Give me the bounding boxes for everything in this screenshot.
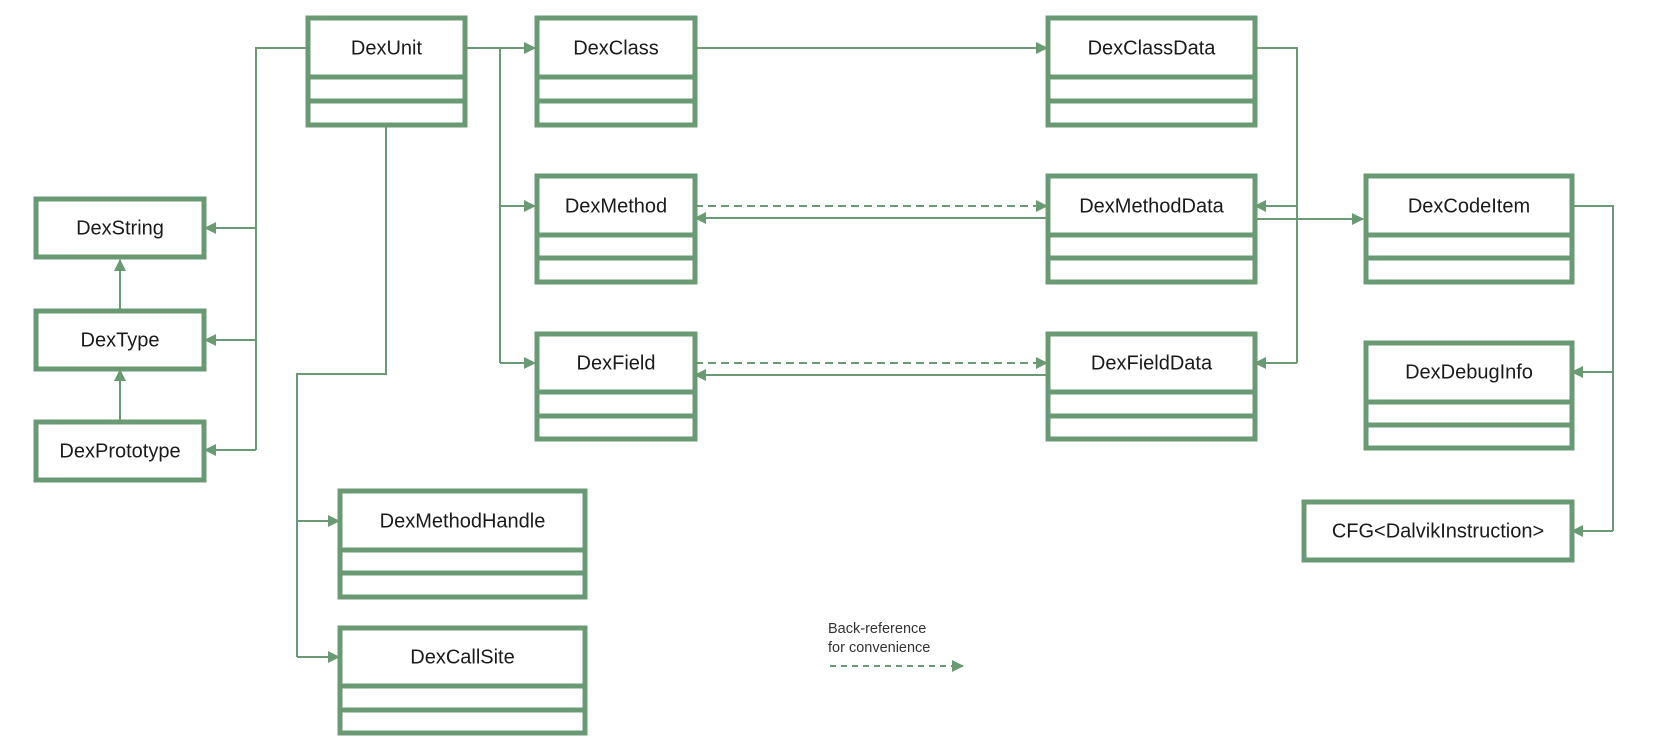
dextype-box: DexType	[33, 308, 207, 372]
dexprototype-box: DexPrototype	[33, 419, 207, 483]
dexmethod-box: DexMethod	[534, 173, 698, 285]
edge-dexunit-down	[296, 125, 387, 657]
legend-line1: Back-reference	[828, 621, 926, 637]
dexcodeitem-title: DexCodeItem	[1408, 195, 1530, 217]
dexmethodhandle-title: DexMethodHandle	[380, 510, 546, 532]
dexcodeitem-box: DexCodeItem	[1363, 173, 1575, 285]
dexfield-title: DexField	[577, 352, 656, 374]
dexclassdata-title: DexClassData	[1088, 37, 1217, 59]
legend: Back-reference for convenience	[828, 621, 964, 672]
dexfielddata-box: DexFieldData	[1045, 331, 1258, 442]
dexprototype-title: DexPrototype	[59, 440, 180, 462]
dexstring-title: DexString	[76, 217, 164, 239]
cfg-title: CFG<DalvikInstruction>	[1332, 520, 1544, 542]
dexcallsite-box: DexCallSite	[337, 625, 588, 736]
edge-dexcodeitem-trunk	[1572, 205, 1614, 531]
dexcallsite-title: DexCallSite	[410, 646, 514, 668]
dexclass-title: DexClass	[573, 37, 659, 59]
dexfielddata-title: DexFieldData	[1091, 352, 1213, 374]
edge-dexunit-trunk	[255, 47, 308, 450]
connectors	[114, 42, 1614, 663]
dexclass-box: DexClass	[534, 15, 698, 128]
dexmethodhandle-box: DexMethodHandle	[337, 488, 588, 600]
dexmethoddata-box: DexMethodData	[1045, 173, 1258, 285]
dexmethod-title: DexMethod	[565, 195, 667, 217]
dexunit-box: DexUnit	[305, 15, 468, 128]
dexdebuginfo-box: DexDebugInfo	[1363, 340, 1575, 451]
dexfield-box: DexField	[534, 331, 698, 442]
cfg-box: CFG<DalvikInstruction>	[1301, 499, 1575, 563]
edge-dexclassdata-trunk	[1255, 47, 1298, 363]
dexmethoddata-title: DexMethodData	[1079, 195, 1224, 217]
dexstring-box: DexString	[33, 196, 207, 260]
dexunit-title: DexUnit	[351, 37, 423, 59]
legend-line2: for convenience	[828, 640, 930, 656]
dexclassdata-box: DexClassData	[1045, 15, 1258, 128]
dexdebuginfo-title: DexDebugInfo	[1405, 361, 1533, 383]
dextype-title: DexType	[81, 329, 160, 351]
